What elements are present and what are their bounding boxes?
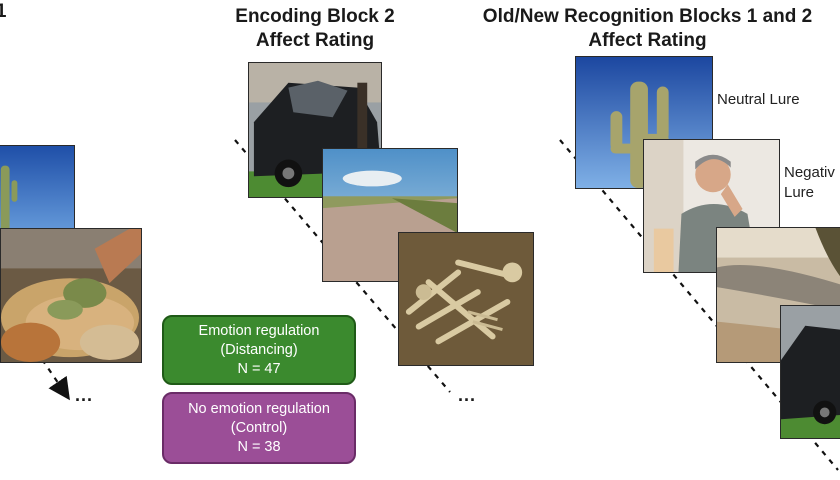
control-label: No emotion regulation — [188, 400, 330, 417]
block1-title: k 1 — [0, 0, 40, 24]
encoding-block2-title-line1: Encoding Block 2 — [235, 6, 395, 27]
encoding-block2-title: Encoding Block 2 Affect Rating — [205, 5, 425, 53]
encoding2-skeletons-photo — [398, 232, 534, 366]
block1-cactus-photo — [0, 145, 75, 240]
negative-lure-label: Negativ Lure — [784, 163, 835, 203]
negative-lure-label-line2: Lure — [784, 184, 815, 201]
encoding2-ellipsis: ... — [458, 385, 477, 405]
neutral-lure-label: Neutral Lure — [717, 91, 800, 108]
block1-title-line1: k 1 — [0, 1, 7, 22]
recognition-title-line1: Old/New Recognition Blocks 1 and 2 — [482, 6, 813, 27]
distancing-label: Emotion regulation — [198, 322, 320, 339]
recognition-title-line2: Affect Rating — [588, 30, 707, 51]
control-group-box: No emotion regulation (Control) N = 38 — [162, 392, 356, 464]
distancing-group-box: Emotion regulation (Distancing) N = 47 — [162, 315, 356, 385]
recognition-title: Old/New Recognition Blocks 1 and 2 Affec… — [455, 5, 840, 53]
block1-ellipsis: ... — [75, 385, 94, 405]
encoding2-dirt-road-photo — [322, 148, 458, 282]
control-sublabel: (Control) — [230, 419, 288, 436]
encoding-block2-title-line2: Affect Rating — [255, 30, 375, 51]
recognition-car-crash-photo — [780, 305, 840, 439]
distancing-count: N = 47 — [237, 360, 281, 377]
distancing-sublabel: (Distancing) — [220, 341, 298, 358]
negative-lure-label-line1: Negativ — [784, 164, 835, 181]
block1-dishwashing-photo — [0, 228, 142, 363]
control-count: N = 38 — [237, 438, 281, 455]
